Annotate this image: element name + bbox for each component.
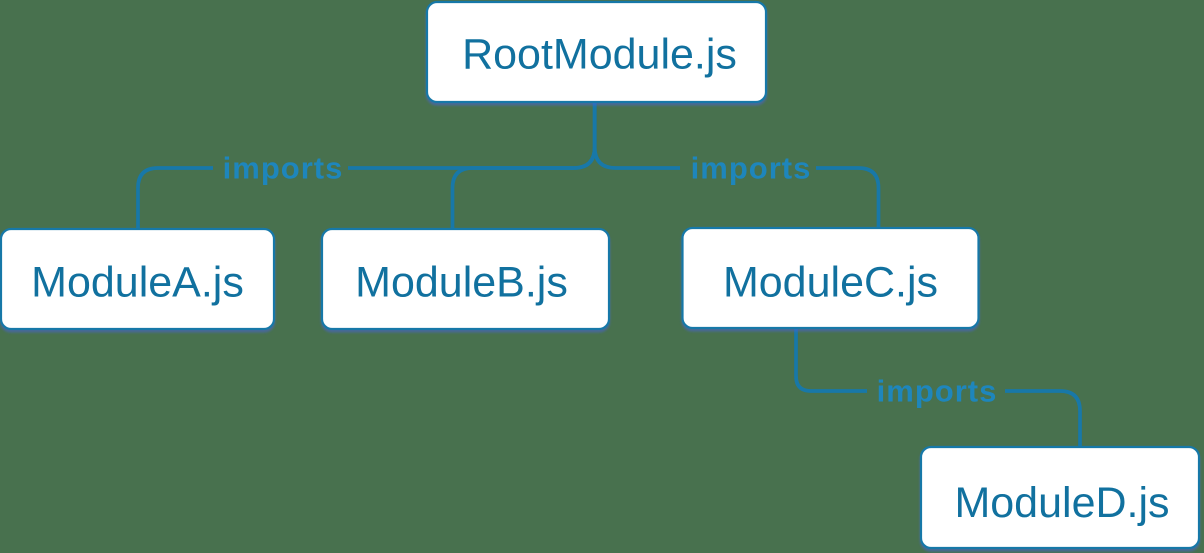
svg-text:RootModule.js: RootModule.js <box>462 31 737 79</box>
svg-text:ModuleD.js: ModuleD.js <box>954 479 1169 527</box>
svg-text:imports: imports <box>877 374 998 409</box>
svg-text:ModuleC.js: ModuleC.js <box>723 259 938 307</box>
svg-text:ModuleB.js: ModuleB.js <box>355 259 568 307</box>
svg-text:imports: imports <box>691 151 812 186</box>
svg-text:ModuleA.js: ModuleA.js <box>31 259 244 307</box>
svg-text:imports: imports <box>223 151 344 186</box>
